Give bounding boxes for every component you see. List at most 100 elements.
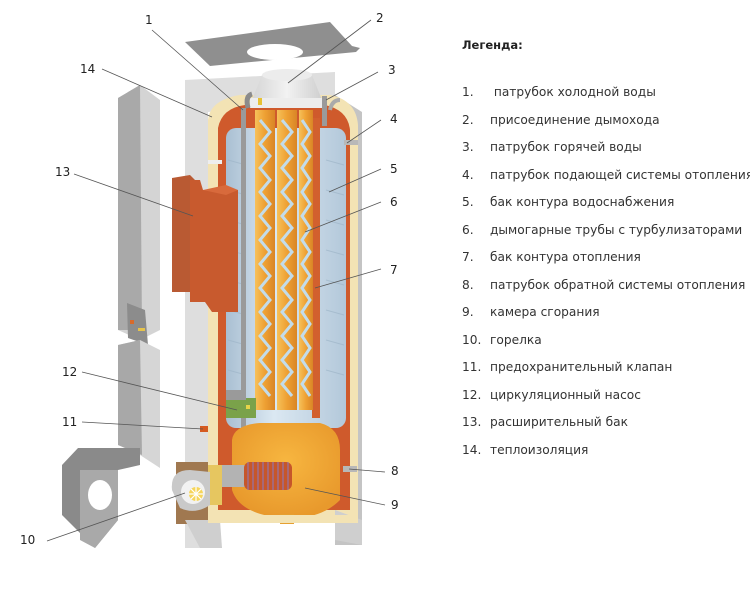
burner-flame-coil [244,462,292,490]
callout-3: 3 [388,63,396,77]
burner [171,470,210,511]
legend-item-label: бак контура отопления [490,250,641,264]
burner-cover-hole [88,480,112,510]
callout-line-13 [73,173,194,217]
callout-line-5 [328,168,382,193]
legend-item-number: 3. [462,140,474,154]
control-display-icon [138,328,145,331]
front-panel-upper-side [118,85,142,330]
callout-9: 9 [391,498,399,512]
circulation-pump [226,390,256,418]
turbulizers [258,119,312,397]
legend-item: 14. теплоизоляция [462,443,747,471]
legend-item-number: 14. [462,442,482,457]
legend-item: 4. патрубок подающей системы отопления [462,167,750,196]
callout-line-7 [314,268,382,289]
legend-item-label: циркуляционный насос [490,387,641,402]
legend-item-number: 5. [462,195,474,209]
legend-item: 7. бак контура отопления [462,250,747,278]
boiler-cutaway-diagram: 1 2 3 4 5 6 7 8 9 10 11 12 13 14 [20,11,399,548]
legend-item-number: 2. [462,112,474,127]
legend-item-label: патрубок подающей системы отопления [490,167,750,182]
legend-item: 1. патрубок холодной воды [462,85,747,113]
callout-14: 14 [80,62,95,76]
legend-item-label: горелка [490,332,542,347]
insulation-clip [208,160,222,164]
callout-line-2 [287,19,372,84]
legend-item-label: бак контура водоснабжения [490,195,675,209]
turbulizer [258,119,272,397]
callout-10: 10 [20,533,35,547]
turbulizer [280,119,294,397]
callout-12: 12 [62,365,77,379]
callout-2: 2 [376,11,384,25]
legend-item-label: предохранительный клапан [490,360,673,374]
legend-item-label: дымогарные трубы с турбулизаторами [490,222,743,237]
safety-valve [200,426,208,432]
callout-line-6 [304,201,382,233]
legend-item-number: 8. [462,277,474,292]
legend-item: 2. присоединение дымохода [462,113,747,141]
legend-item-label: присоединение дымохода [490,112,660,127]
legend-item-number: 12. [462,387,482,402]
burner-flange [208,465,222,505]
legend-item-number: 13. [462,415,482,429]
callout-lines [46,19,386,542]
legend-item: 6. дымогарные трубы с турбулизаторами [462,223,747,251]
legend-item-number: 1. [462,85,474,99]
legend-item: 10.горелка [462,333,747,361]
base-insulation [208,515,358,523]
legend-item: 12. циркуляционный насос [462,388,747,416]
legend-item: 8. патрубок обратной системы отопления [462,278,747,306]
callout-line-12 [81,371,238,411]
callout-8: 8 [391,464,399,478]
legend-item-label: патрубок горячей воды [490,140,642,154]
callout-5: 5 [390,162,398,176]
callout-line-11 [81,421,204,430]
callout-13: 13 [55,165,70,179]
cold-water-pipe-vertical [241,108,246,438]
legend-item-number: 4. [462,167,474,182]
callout-line-10 [46,492,186,542]
flue-collar-top [262,69,312,81]
callout-6: 6 [390,195,398,209]
legend-item-label: патрубок обратной системы отопления [490,277,746,292]
legend-item-label: расширительный бак [490,415,628,429]
callout-line-1 [151,29,244,111]
legend-item-number: 6. [462,222,474,237]
legend-item-number: 9. [462,305,474,319]
legend-item-label: патрубок холодной воды [490,85,656,99]
legend-item: 11. предохранительный клапан [462,360,747,388]
callout-line-4 [346,119,382,144]
legend-item-label: камера сгорания [490,305,600,319]
cold-water-pipe [244,91,253,109]
control-indicator-icon [130,320,134,324]
top-lid-hole [247,44,303,60]
expansion-tank [172,175,238,312]
control-panel [127,303,148,345]
legend-item: 9. камера сгорания [462,305,747,333]
legend: Легенда: 1. патрубок холодной воды 2. при… [462,38,750,471]
callout-line-3 [325,71,379,101]
heating-supply-pipe-top [328,98,341,111]
legend-item: 3. патрубок горячей воды [462,140,747,168]
base-left [185,520,222,548]
legend-item: 5. бак контура водоснабжения [462,195,747,223]
burner-tube [220,465,245,487]
legend-item-label: теплоизоляция [490,442,589,457]
callout-line-8 [348,468,386,473]
legend-item-number: 7. [462,250,474,264]
legend-item: 13. расширительный бак [462,415,747,443]
hot-water-pipe [322,96,327,126]
yellow-sensor [258,98,262,105]
callout-4: 4 [390,112,398,126]
callout-line-14 [101,68,213,118]
legend-title: Легенда: [462,38,523,52]
callout-line-9 [304,487,386,506]
heating-tank-inner-band [312,118,320,418]
legend-list: 1. патрубок холодной воды 2. присоединени… [462,85,750,471]
callout-1: 1 [145,13,153,27]
flue-collar-base [250,98,324,108]
legend-item-number: 11. [462,360,482,374]
heating-supply-connector [344,140,358,145]
